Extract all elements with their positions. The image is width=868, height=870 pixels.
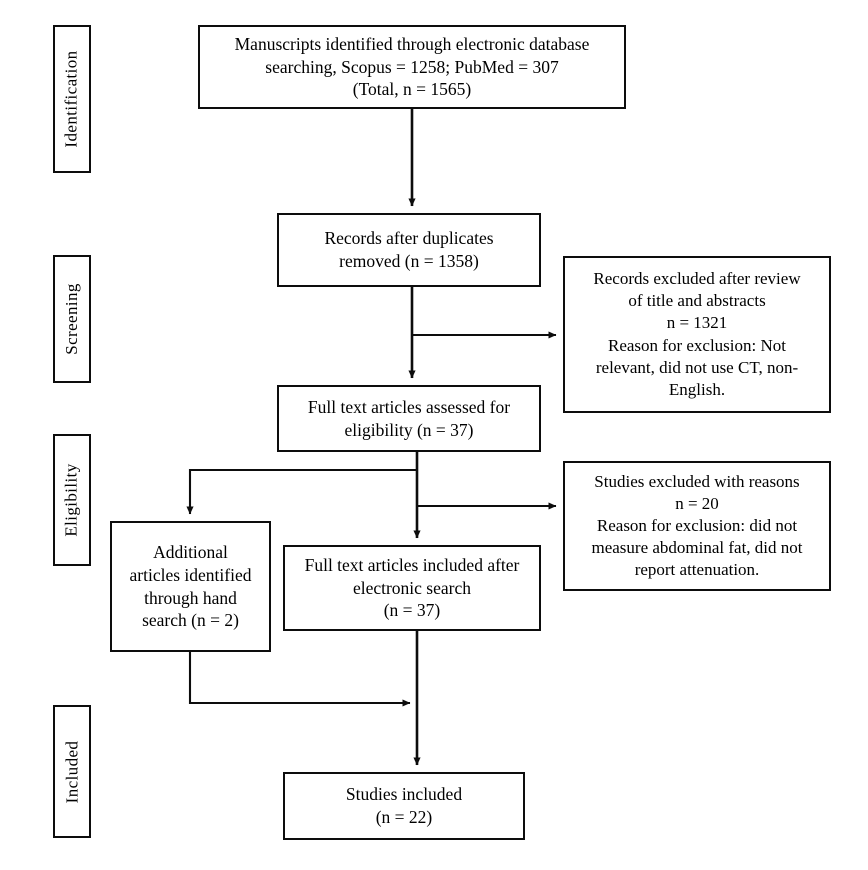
node-records-identified: Manuscripts identified through electroni… bbox=[198, 25, 626, 109]
edge-fulltext-to-hand-search bbox=[186, 468, 417, 515]
stage-label-eligibility: Eligibility bbox=[53, 434, 91, 566]
node-records-excluded-screening-text: Records excluded after review of title a… bbox=[593, 269, 801, 399]
node-fulltext-articles-assessed: Full text articles assessed for eligibil… bbox=[277, 385, 541, 452]
node-studies-included: Studies included (n = 22) bbox=[283, 772, 525, 840]
node-additional-articles-hand-search: Additional articles identified through h… bbox=[110, 521, 271, 652]
stage-label-screening-text: Screening bbox=[62, 283, 82, 355]
stage-label-included-text: Included bbox=[62, 740, 81, 803]
node-records-identified-text: Manuscripts identified through electroni… bbox=[234, 33, 590, 100]
node-studies-included-text: Studies included (n = 22) bbox=[345, 784, 463, 827]
node-records-excluded-screening: Records excluded after review of title a… bbox=[563, 256, 831, 413]
stage-label-included: Included bbox=[53, 705, 91, 838]
node-records-after-duplicates-removed: Records after duplicates removed (n = 13… bbox=[277, 213, 541, 287]
stage-label-screening: Screening bbox=[53, 255, 91, 383]
node-fulltext-articles-included: Full text articles included after electr… bbox=[283, 545, 541, 631]
node-fulltext-articles-assessed-text: Full text articles assessed for eligibil… bbox=[307, 396, 511, 440]
node-records-after-duplicates-removed-text: Records after duplicates removed (n = 13… bbox=[324, 228, 494, 271]
stage-label-identification: Identification bbox=[53, 25, 91, 173]
stage-label-eligibility-text: Eligibility bbox=[62, 463, 82, 537]
edge-hand-search-to-merge bbox=[188, 652, 411, 707]
node-additional-articles-hand-search-text: Additional articles identified through h… bbox=[129, 542, 252, 631]
node-studies-excluded-eligibility: Studies excluded with reasons n = 20 Rea… bbox=[563, 461, 831, 591]
node-fulltext-articles-included-text: Full text articles included after electr… bbox=[304, 554, 520, 621]
stage-label-identification-text: Identification bbox=[62, 50, 81, 148]
node-studies-excluded-eligibility-text: Studies excluded with reasons n = 20 Rea… bbox=[591, 471, 803, 580]
